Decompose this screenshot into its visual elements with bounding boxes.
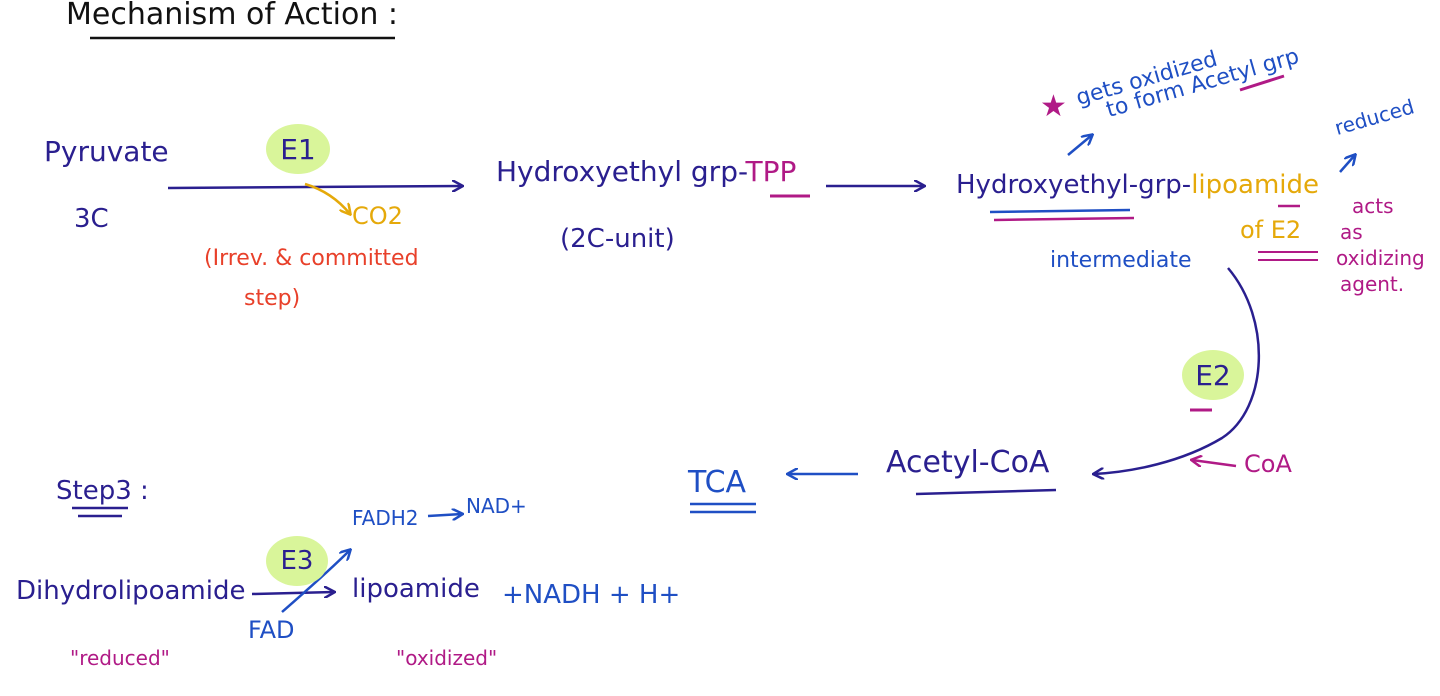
oxidizing-agent-note-line3: oxidizing [1336,246,1425,270]
fadh2-to-nad-arrow [427,514,462,516]
fad-label: FAD [248,616,295,644]
dihydrolipoamide-label: Dihydrolipoamide [16,576,246,606]
pyruvate-carbons: 3C [74,204,109,234]
acetyl-coa-underline [915,488,1057,496]
e2-reaction-arrow [1094,267,1261,474]
e3-label: E3 [280,546,314,576]
of-e2-label: of E2 [1240,216,1302,244]
nad-label: NAD+ [466,494,527,518]
reduced-pointer [1339,155,1355,173]
hydroxyethyl-underline-magenta [993,216,1135,222]
e1-enzyme-badge: E1 [266,124,330,174]
co2-label: CO2 [352,202,403,230]
fadh2-label: FADH2 [352,506,419,530]
tca-label: TCA [688,465,747,500]
e3-enzyme-badge: E3 [266,536,328,586]
coa-input-arrow [1192,460,1237,466]
step3-label: Step3 : [56,476,149,506]
e2-enzyme-badge: E2 [1182,350,1244,400]
hydroxyethyl-lipoamide-label: Hydroxyethyl-grp-lipoamide [956,172,1319,198]
hydroxyethyl-grp-text: Hydroxyethyl grp- [496,155,746,188]
pyruvate-label: Pyruvate [44,135,169,168]
tpp-cofactor: TPP [745,155,797,188]
irreversible-note-line1: (Irrev. & committed [204,246,419,271]
lipoamide-product-note: "oxidized" [396,646,498,670]
e2-label: E2 [1195,358,1231,392]
oxidizing-agent-note-line1: acts [1352,194,1394,218]
intermediate-label: intermediate [1050,248,1192,273]
two-carbon-unit-note: (2C-unit) [560,224,675,254]
e1-label: E1 [280,132,316,166]
oxidizing-agent-note-line2: as [1340,220,1363,244]
lipoamide-cofactor: lipoamide [1191,170,1320,200]
coa-label: CoA [1244,450,1292,478]
dihydrolipoamide-note: "reduced" [70,646,170,670]
hydroxyethyl-underline-blue [989,208,1131,214]
fad-to-fadh2-arrow [281,550,350,613]
oxidation-note-pointer [1067,135,1092,156]
nadh-byproducts-label: +NADH + H+ [502,580,681,610]
co2-release-arrow [304,182,350,214]
star-icon: ★ [1040,89,1067,124]
lipoamide-product-label: lipoamide [352,574,480,604]
oxidizing-agent-note-line4: agent. [1340,272,1405,296]
acetyl-grp-underline [1239,74,1285,92]
hydroxyethyl-tpp-label: Hydroxyethyl grp-TPP [496,158,796,186]
e3-reaction-arrow [251,592,334,594]
irreversible-note-line2: step) [244,286,301,311]
page-title: Mechanism of Action : [66,0,399,32]
acetyl-coa-label: Acetyl-CoA [886,445,1050,480]
hydroxyethyl-grp-text-2: Hydroxyethyl-grp- [956,170,1192,200]
